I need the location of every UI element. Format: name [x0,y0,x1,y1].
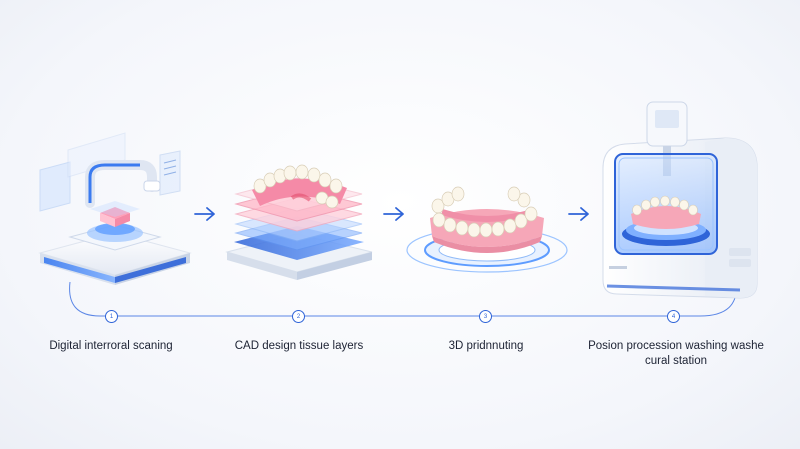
arrow-right-icon [194,207,215,221]
step-label-1: Digital interroral scaning [49,340,173,352]
step-number-3: 3 [479,310,492,323]
step-label-2: CAD design tissue layers [234,340,364,352]
step-label-3: 3D pridnnuting [448,340,524,352]
cad-layers-icon [225,164,373,280]
arrow-right-icon [568,207,589,221]
step-label-4: Posion procession washing washe cural st… [588,340,764,367]
step-number-1: 1 [105,310,118,323]
step-number-2: 2 [292,310,305,323]
arrow-right-icon [383,207,404,221]
step-number-4: 4 [667,310,680,323]
intraoral-scanner-icon [38,132,192,285]
printed-denture-icon [406,186,568,273]
wash-cure-station-icon [602,101,758,299]
